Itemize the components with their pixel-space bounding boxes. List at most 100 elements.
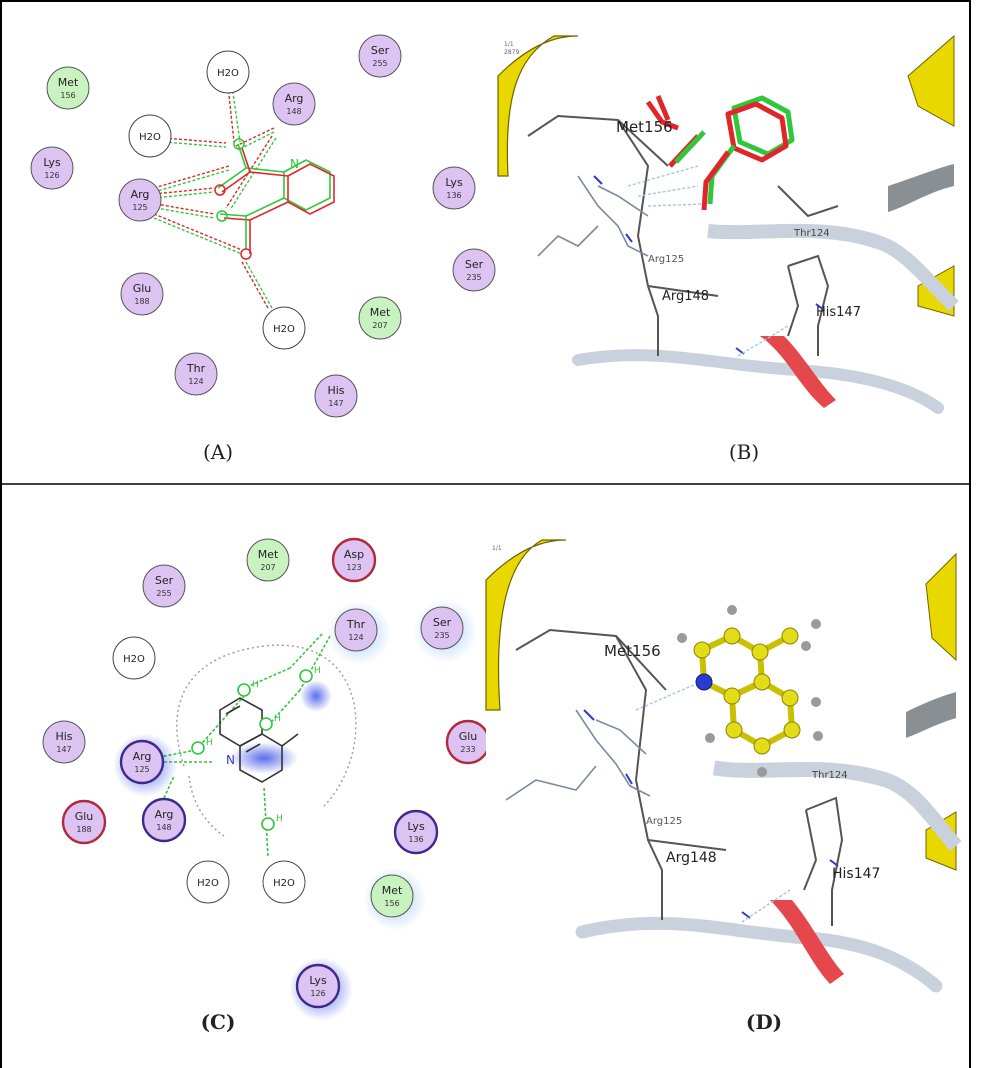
svg-text:Arg: Arg [133,750,152,763]
residue-met-207: Met 207 [246,538,290,582]
yellow-helix [497,35,579,177]
hbond-marker: H [299,666,321,683]
svg-text:Ser: Ser [155,574,174,587]
svg-text:126: 126 [310,989,325,998]
svg-text:156: 156 [384,899,399,908]
svg-text:188: 188 [134,297,149,306]
hbond-dashes-d [635,683,791,923]
red-strand [760,336,836,408]
label-arg148: Arg148 [662,289,709,304]
ligand-exposure-2 [230,742,298,774]
svg-text:235: 235 [434,631,449,640]
residue-arg-125: Arg 125 [118,178,162,222]
svg-text:H: H [274,714,281,724]
svg-text:123: 123 [346,563,361,572]
grey-sheet-d [906,692,956,738]
svg-text:Arg: Arg [155,808,174,821]
svg-text:Arg: Arg [131,188,150,201]
ligand-nitrogen-label-c: N [226,753,235,767]
ligand-exposure-1 [300,680,332,712]
corner-text-d: 1/1 [492,545,502,552]
protein-render-d: 1/1 Met156 Arg125 Arg148 Thr124 His147 [485,539,962,993]
svg-text:H2O: H2O [197,878,219,889]
grey-ribbon-mid [707,223,959,312]
water-molecules-c: H2O H2O H2O [112,636,306,904]
svg-text:124: 124 [348,633,363,642]
svg-text:136: 136 [408,835,423,844]
hbond-marker: H [237,680,259,697]
svg-text:Glu: Glu [133,282,152,295]
residue-nodes: Met156Lys126Arg125Glu188Thr124Arg148Ser2… [30,34,496,418]
svg-text:125: 125 [134,765,149,774]
svg-text:233: 233 [460,745,475,754]
water-molecule: H2O [112,636,156,680]
residue-lys-136: Lys 136 [393,809,439,855]
yellow-helix-right [907,34,955,127]
water-molecule: H2O [128,114,172,158]
caption-b: (B) [728,440,760,464]
residue-his-147: His 147 [314,374,358,418]
hbond-marker: H [191,738,213,755]
red-strand-d [770,900,844,984]
residue-sticks [527,114,839,356]
residue-his-147: His147 [42,720,86,764]
svg-text:Glu: Glu [75,810,94,823]
svg-text:H: H [252,680,259,690]
svg-text:Lys: Lys [445,176,463,189]
grey-sheet [888,164,954,212]
svg-text:Ser: Ser [433,616,452,629]
label-met156-d: Met156 [604,642,661,660]
water-molecules: H2O H2O H2O [128,50,306,350]
svg-text:255: 255 [156,589,171,598]
water-molecule: H2O [206,50,250,94]
water-molecule: H2O [262,860,306,904]
corner-text-2: 2879 [504,49,519,56]
svg-text:147: 147 [56,745,71,754]
ligand-structure-c [219,697,299,783]
svg-text:124: 124 [188,377,203,386]
svg-text:Met: Met [258,548,279,561]
svg-text:Thr: Thr [186,362,206,375]
svg-text:125: 125 [132,203,147,212]
arg-sticks [537,175,649,257]
label-arg125-d: Arg125 [646,816,682,827]
svg-text:H2O: H2O [273,324,295,335]
panel-d: 1/1 Met156 Arg125 Arg148 Thr124 His147 [485,539,962,1010]
residue-arg-148: Arg 148 [141,797,187,843]
residue-ser-255: Ser 255 [142,564,186,608]
svg-text:His: His [327,384,344,397]
svg-text:207: 207 [260,563,275,572]
hbond-lines [153,85,277,309]
corner-text-1: 1/1 [504,41,514,48]
svg-text:H2O: H2O [273,878,295,889]
svg-text:188: 188 [76,825,91,834]
svg-text:148: 148 [156,823,171,832]
svg-text:126: 126 [44,171,59,180]
residue-met-156: Met156 [363,867,427,931]
residue-lys-126: Lys 126 [289,957,353,1021]
svg-text:148: 148 [286,107,301,116]
svg-text:H: H [206,738,213,748]
svg-text:Met: Met [370,306,391,319]
svg-text:H2O: H2O [139,132,161,143]
svg-text:Thr: Thr [346,618,366,631]
residue-thr-124: Thr 124 [174,352,218,396]
svg-text:Lys: Lys [407,820,425,833]
arg-sticks-d [505,709,651,801]
water-molecule: H2O [262,306,306,350]
svg-text:147: 147 [328,399,343,408]
svg-text:Lys: Lys [309,974,327,987]
residue-nodes-c: Ser255Met207Asp123Thr124Ser235His147Glu2… [42,537,491,1021]
